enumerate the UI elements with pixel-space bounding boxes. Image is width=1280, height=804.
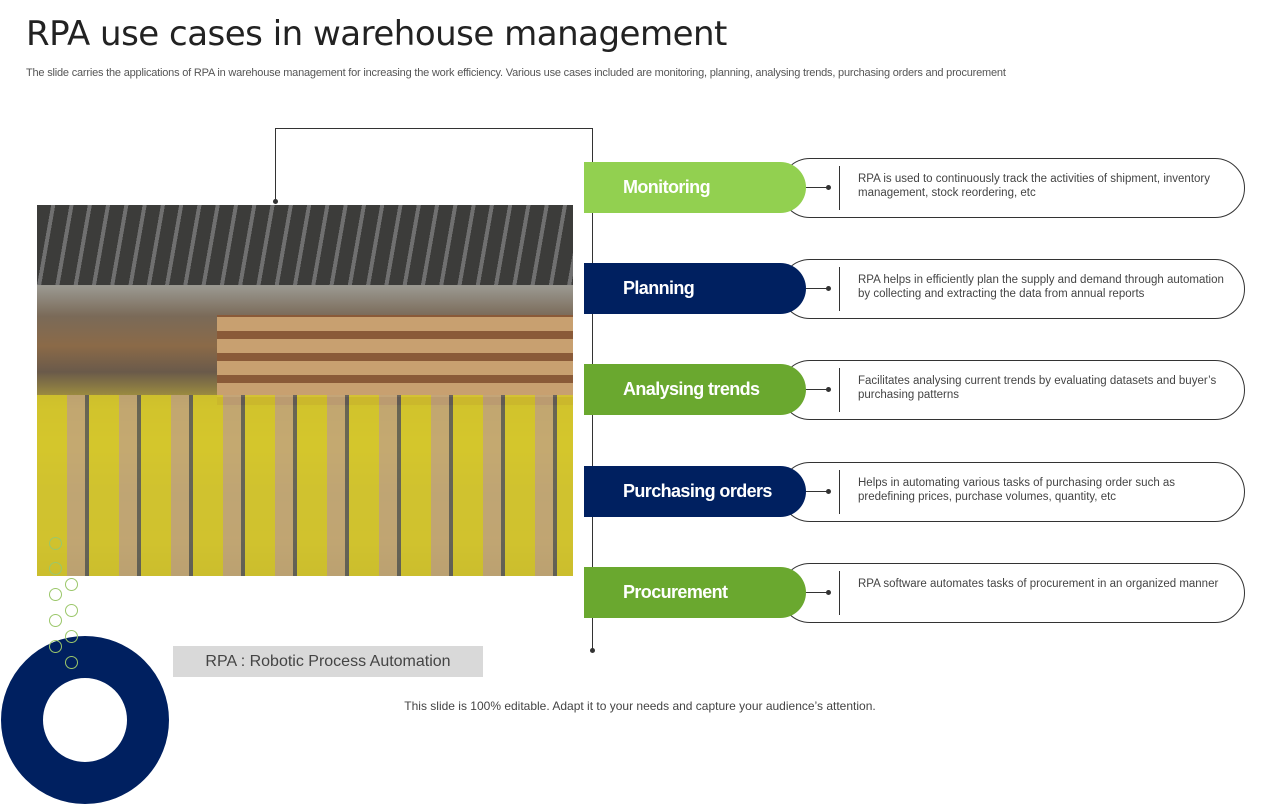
divider <box>839 469 840 514</box>
use-case-card <box>780 562 1245 623</box>
connector-line <box>806 490 828 492</box>
connector-line <box>806 591 828 593</box>
use-case-description: RPA software automates tasks of procurem… <box>858 577 1219 590</box>
page-subtitle: The slide carries the applications of RP… <box>26 67 1006 79</box>
divider <box>839 570 840 615</box>
decorative-circle <box>49 640 62 653</box>
use-case-description: Helps in automating various tasks of pur… <box>858 476 1176 503</box>
connector-line <box>806 288 828 290</box>
decorative-circle <box>65 604 78 617</box>
connector-dot <box>826 387 831 393</box>
decorative-circle <box>65 578 78 591</box>
decorative-circle <box>49 588 62 601</box>
decorative-circle <box>65 656 78 669</box>
connector-dot <box>826 488 831 494</box>
use-case-description: Facilitates analysing current trends by … <box>858 375 1217 402</box>
use-case-label: Planning <box>584 263 806 315</box>
rpa-definition-note: RPA : Robotic Process Automation <box>173 646 483 677</box>
decorative-circle <box>49 562 62 575</box>
use-case-label: Procurement <box>584 566 806 618</box>
use-case-label: Monitoring <box>584 162 806 213</box>
use-case-description: RPA is used to continuously track the ac… <box>858 173 1210 199</box>
connector-dot <box>590 648 595 653</box>
connector-line <box>806 187 828 188</box>
decorative-circle <box>65 630 78 643</box>
divider <box>839 267 840 312</box>
use-case-label: Purchasing orders <box>584 465 806 517</box>
use-case-description: RPA helps in efficiently plan the supply… <box>858 274 1224 301</box>
connector-line <box>806 389 828 391</box>
connector-dot <box>826 286 831 292</box>
connector-dot <box>826 589 831 595</box>
connector-line <box>275 128 593 129</box>
decorative-donut <box>1 636 169 804</box>
warehouse-photo <box>37 205 573 576</box>
connector-dot <box>273 199 278 204</box>
connector-dot <box>826 185 831 190</box>
decorative-circle <box>49 614 62 627</box>
connector-line <box>275 128 276 201</box>
footer-note: This slide is 100% editable. Adapt it to… <box>404 699 876 713</box>
decorative-circle <box>49 537 62 550</box>
page-title: RPA use cases in warehouse management <box>26 14 727 54</box>
use-case-label: Analysing trends <box>584 364 806 416</box>
divider <box>839 368 840 413</box>
divider <box>839 166 840 210</box>
